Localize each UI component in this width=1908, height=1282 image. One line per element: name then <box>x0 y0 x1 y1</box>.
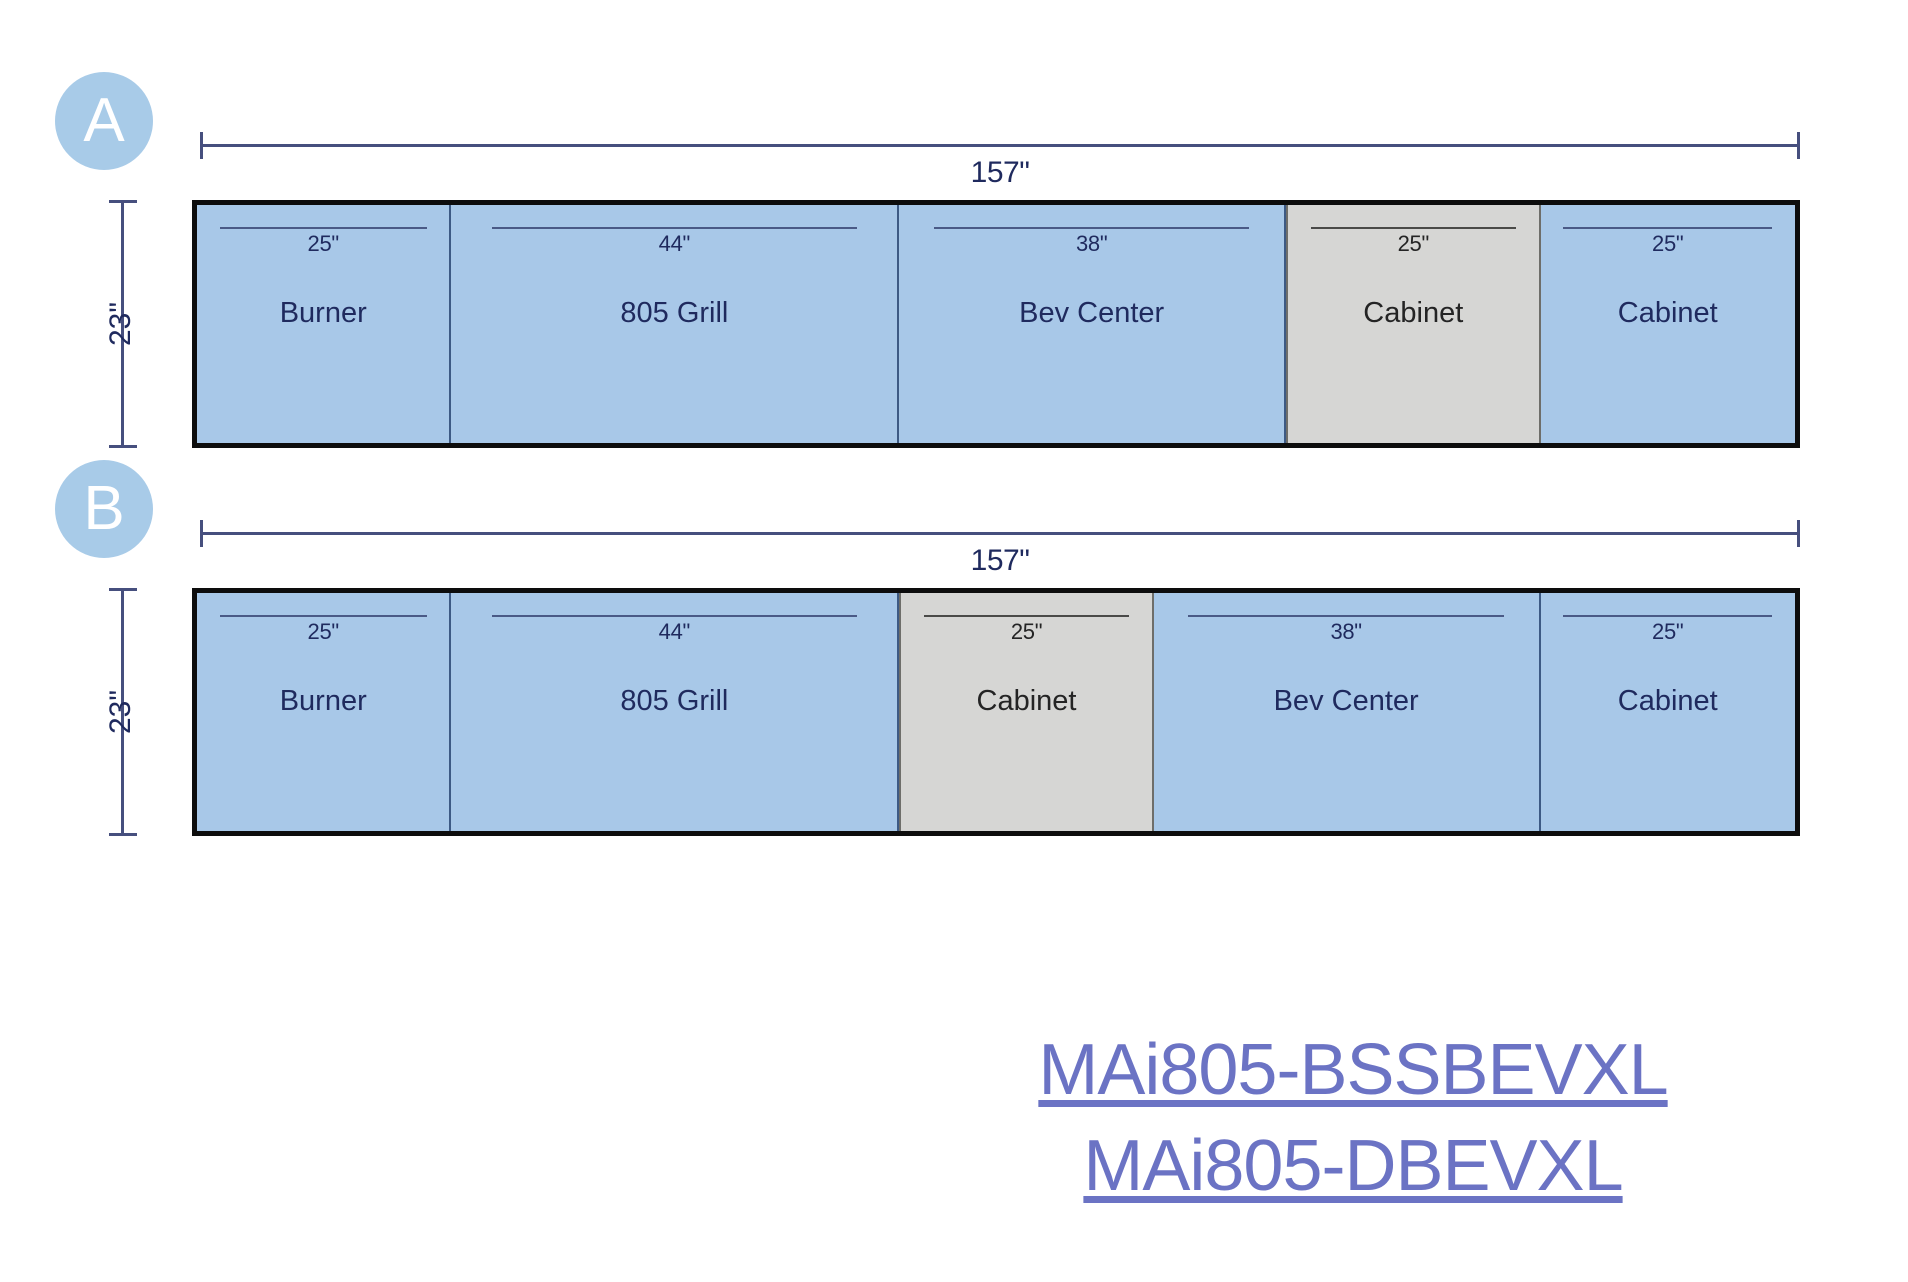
run-segment-bev-center[interactable]: 38" Bev Center <box>1153 593 1541 831</box>
run-segment-burner[interactable]: 25" Burner <box>197 593 452 831</box>
dimension-line <box>200 532 1800 535</box>
segment-dimension-line <box>1563 615 1773 617</box>
cabinet-run-b: 25" Burner 44" 805 Grill 25" Cabinet 38" Bev Ce… <box>192 588 1800 836</box>
segment-dimension-label: 25" <box>1397 231 1430 256</box>
segment-dimension-line <box>933 227 1250 229</box>
segment-dimension-label: 25" <box>1652 231 1684 256</box>
segment-name-label: Bev Center <box>1019 297 1165 329</box>
height-dimension-line <box>121 588 124 836</box>
overall-height-dimension-a: 23" <box>95 200 185 448</box>
overall-width-label-b: 157" <box>970 544 1030 577</box>
segment-name-label: Burner <box>279 685 367 717</box>
option-badge-b-letter: B <box>83 474 125 543</box>
product-links: MAi805-BSSBEVXL MAi805-DBEVXL <box>983 1022 1723 1215</box>
run-segment-burner[interactable]: 25" Burner <box>197 205 452 443</box>
overall-width-dimension-b: 157" <box>200 516 1800 577</box>
segment-name-label: Cabinet <box>1617 685 1718 717</box>
dimension-line <box>200 144 1800 147</box>
overall-height-dimension-b: 23" <box>95 588 185 836</box>
segment-dimension-label: 44" <box>658 619 691 644</box>
run-segment-cabinet[interactable]: 25" Cabinet <box>1540 593 1795 831</box>
segment-name-label: 805 Grill <box>620 297 729 329</box>
segment-dimension-line <box>1188 615 1504 617</box>
segment-name-label: Bev Center <box>1273 685 1419 717</box>
height-tick-bottom <box>109 833 137 836</box>
dimension-tick-right <box>1797 520 1800 547</box>
overall-height-label-b: 23" <box>104 689 137 735</box>
segment-dimension-label: 38" <box>1330 619 1362 644</box>
product-link-1[interactable]: MAi805-BSSBEVXL <box>1038 1030 1668 1110</box>
cabinet-run-a: 25" Burner 44" 805 Grill 38" Bev Center 25" Cab… <box>192 200 1800 448</box>
overall-height-label-a: 23" <box>104 301 137 347</box>
segment-dimension-line <box>1310 227 1516 229</box>
segment-name-label: Burner <box>279 297 367 329</box>
product-link-2[interactable]: MAi805-DBEVXL <box>1083 1126 1623 1207</box>
segment-dimension-line <box>1563 227 1773 229</box>
dimension-tick-right <box>1797 132 1800 159</box>
run-segment-bev-center[interactable]: 38" Bev Center <box>899 205 1287 443</box>
height-tick-bottom <box>109 445 137 448</box>
run-segment-cabinet[interactable]: 25" Cabinet <box>899 593 1154 831</box>
run-segment-cabinet[interactable]: 25" Cabinet <box>1540 205 1795 443</box>
segment-dimension-label: 25" <box>307 619 340 644</box>
segment-name-label: Cabinet <box>1617 297 1718 329</box>
option-badge-a-letter: A <box>83 86 125 155</box>
segment-name-label: 805 Grill <box>620 685 729 717</box>
segment-name-label: Cabinet <box>1363 297 1464 329</box>
segment-dimension-line <box>219 615 427 617</box>
run-segment-805-grill[interactable]: 44" 805 Grill <box>451 205 900 443</box>
segment-dimension-label: 25" <box>1010 619 1043 644</box>
overall-width-label-a: 157" <box>970 156 1030 189</box>
segment-dimension-line <box>219 227 427 229</box>
segment-dimension-label: 25" <box>307 231 340 256</box>
height-dimension-line <box>121 200 124 448</box>
segment-dimension-line <box>491 615 858 617</box>
run-segment-cabinet[interactable]: 25" Cabinet <box>1286 205 1541 443</box>
segment-dimension-label: 25" <box>1652 619 1684 644</box>
segment-dimension-line <box>491 227 858 229</box>
overall-width-dimension-a: 157" <box>200 128 1800 189</box>
segment-name-label: Cabinet <box>976 685 1077 717</box>
segment-dimension-label: 44" <box>658 231 691 256</box>
option-badge-a: A <box>55 72 153 170</box>
segment-dimension-line <box>923 615 1130 617</box>
run-segment-805-grill[interactable]: 44" 805 Grill <box>451 593 900 831</box>
segment-dimension-label: 38" <box>1075 231 1108 256</box>
option-badge-b: B <box>55 460 153 558</box>
